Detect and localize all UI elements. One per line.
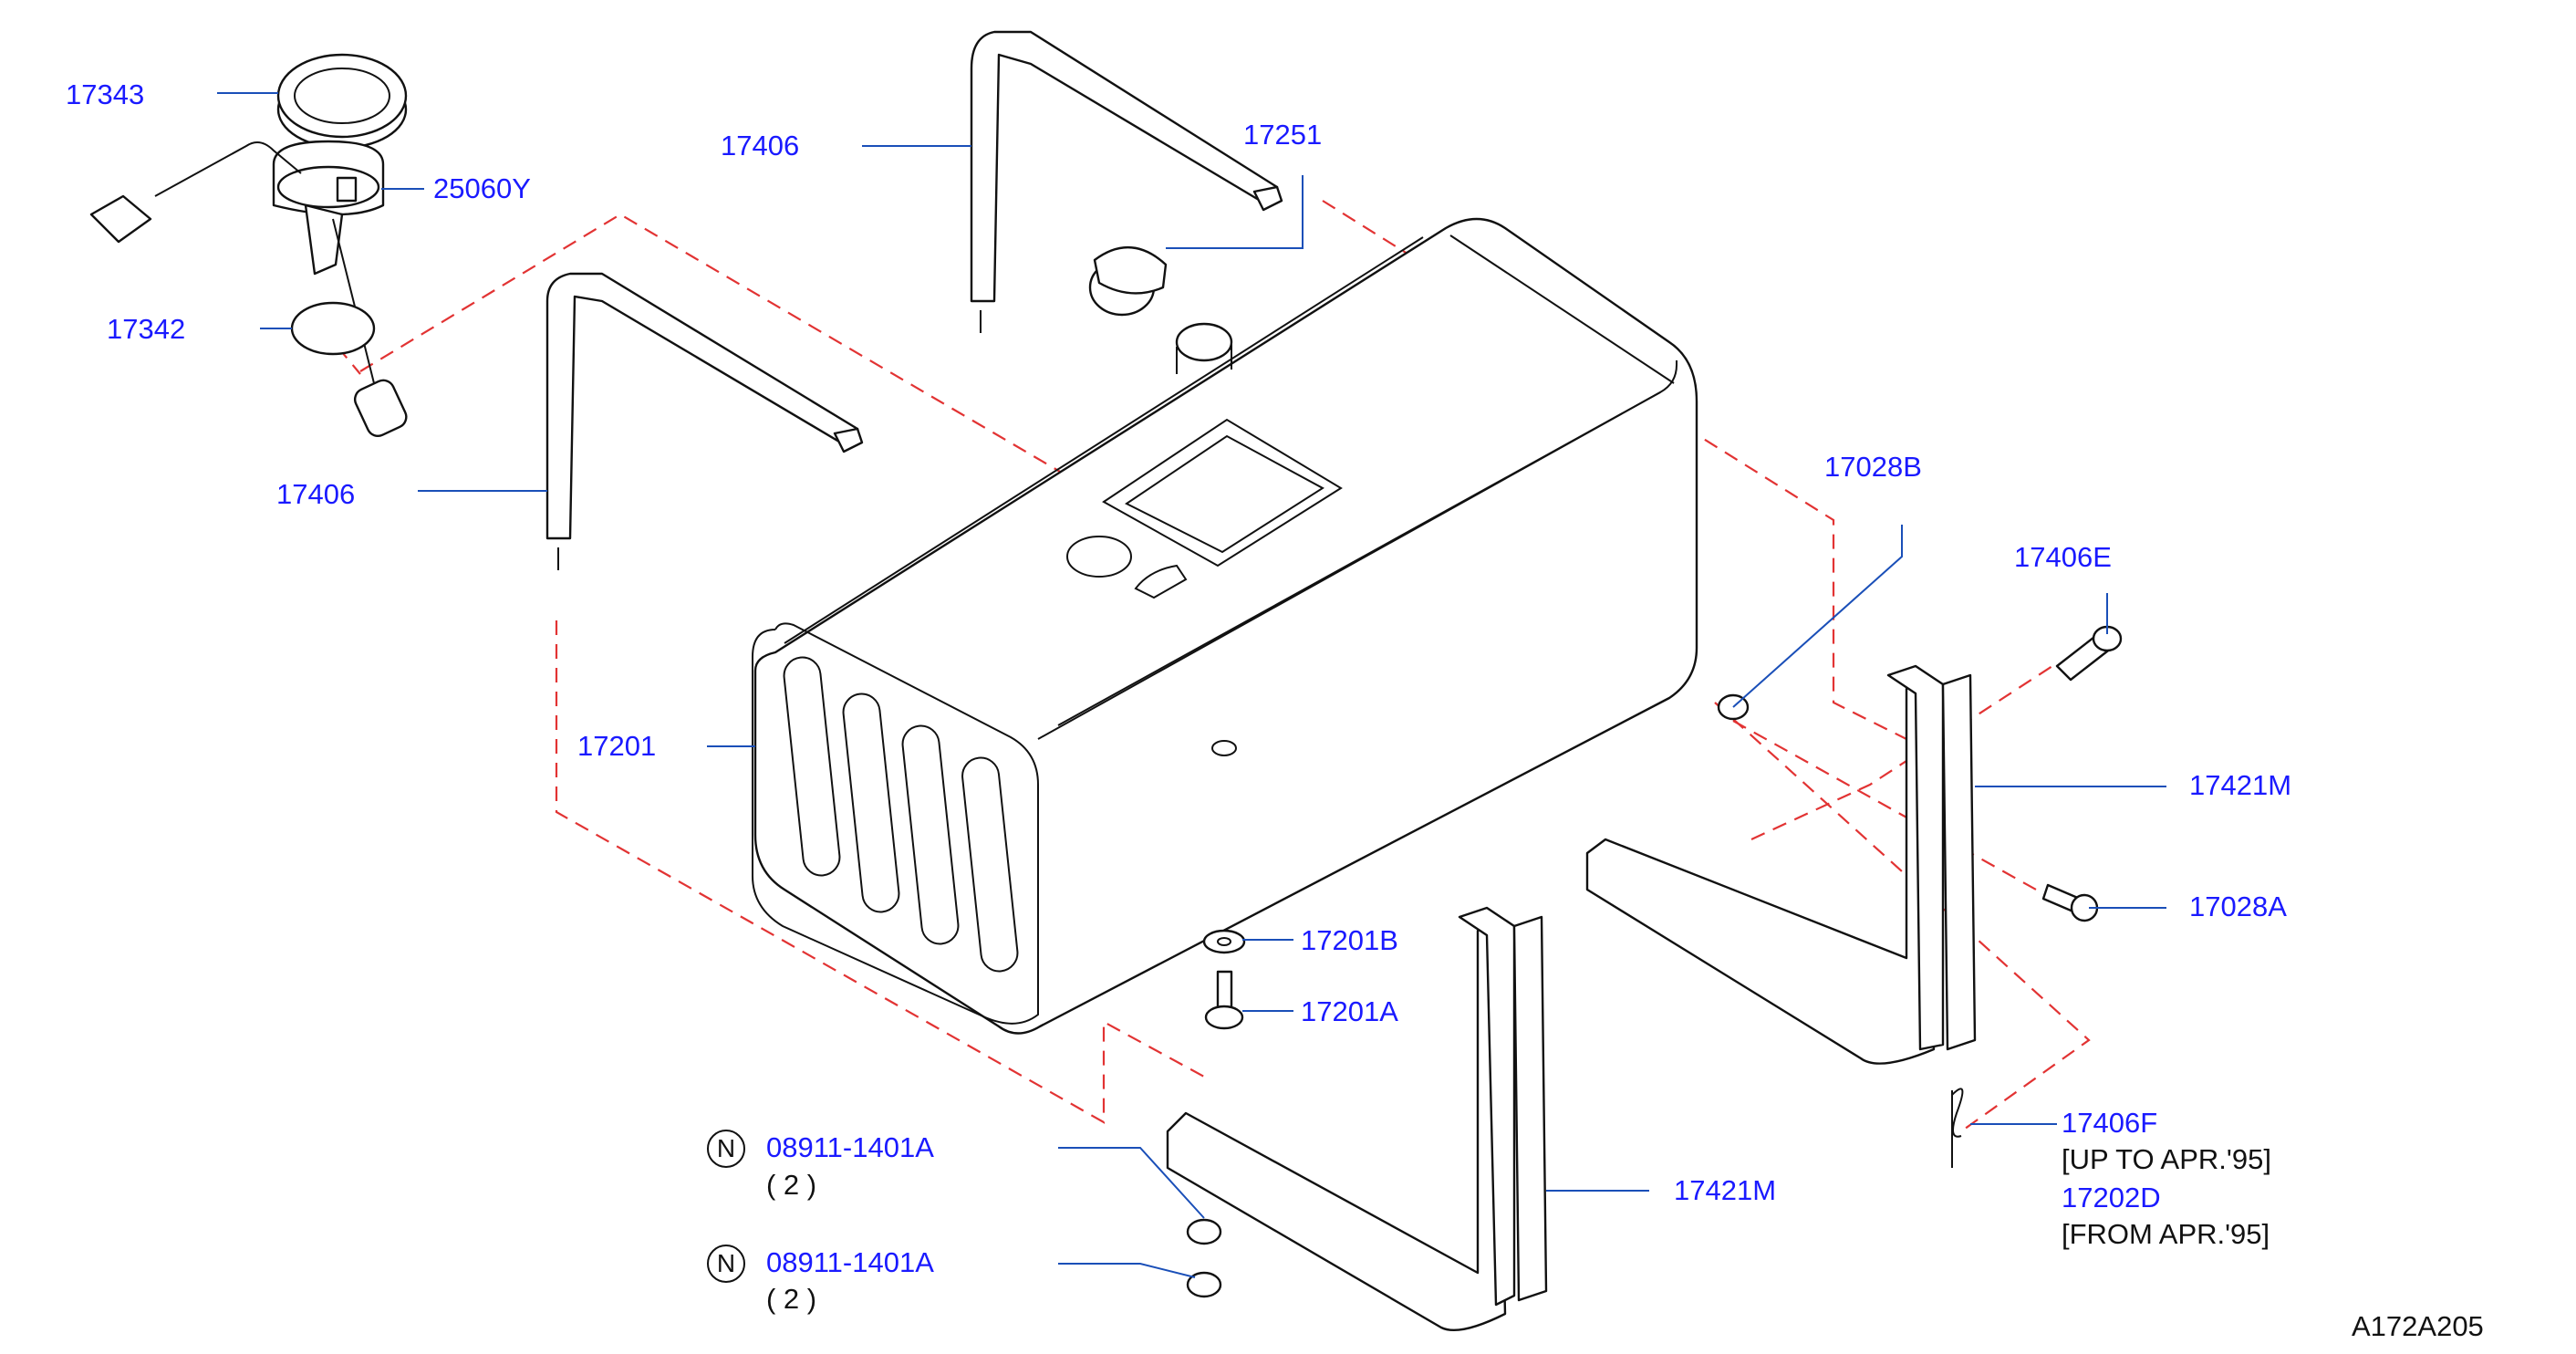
- label-17201: 17201: [577, 730, 657, 762]
- tank-strap-left: [545, 272, 864, 570]
- label-17421M-bottom: 17421M: [1674, 1174, 1777, 1206]
- diagram-code: A172A205: [2352, 1310, 2484, 1342]
- label-17406E: 17406E: [2014, 541, 2112, 573]
- tank-bracket-right: [1585, 664, 1977, 1065]
- label-17028A: 17028A: [2189, 891, 2287, 922]
- label-08911-1401A-top: 08911-1401A: [766, 1131, 934, 1163]
- label-17406-left: 17406: [276, 478, 356, 510]
- quantity-bottom: ( 2 ): [766, 1283, 817, 1315]
- label-17202D: 17202D: [2062, 1182, 2161, 1213]
- label-17406-top: 17406: [721, 130, 800, 161]
- badge-n-icon: N: [707, 1245, 745, 1283]
- label-08911-1401A-bottom: 08911-1401A: [766, 1246, 934, 1278]
- tank-strap-top: [970, 30, 1283, 333]
- label-17251: 17251: [1243, 119, 1323, 151]
- tank-bracket-bottom: [1166, 906, 1548, 1331]
- leader-lines: [217, 92, 2166, 1278]
- retaining-ring: [276, 53, 408, 139]
- label-25060Y: 25060Y: [433, 172, 531, 204]
- label-17406F: 17406F: [2062, 1107, 2158, 1139]
- label-17028B: 17028B: [1824, 451, 1922, 483]
- label-17201B: 17201B: [1301, 924, 1398, 956]
- fasteners: [1186, 625, 2123, 1298]
- filler-cap: [1088, 246, 1168, 317]
- label-17421M-right: 17421M: [2189, 769, 2292, 801]
- note-up-to-apr-95: [UP TO APR.'95]: [2062, 1143, 2271, 1175]
- label-17342: 17342: [107, 313, 186, 345]
- fuel-tank: [752, 217, 1698, 1035]
- assembly-dash-lines: [337, 200, 2091, 1132]
- label-17343: 17343: [66, 78, 145, 110]
- badge-n-icon: N: [707, 1130, 745, 1168]
- label-17201A: 17201A: [1301, 995, 1398, 1027]
- quantity-top: ( 2 ): [766, 1169, 817, 1201]
- note-from-apr-95: [FROM APR.'95]: [2062, 1218, 2270, 1250]
